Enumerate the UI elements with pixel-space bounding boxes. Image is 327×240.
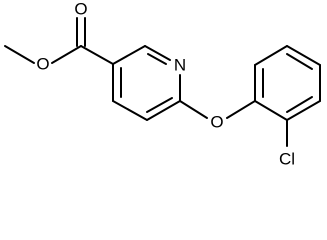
bond-ether-o-phenyl bbox=[226, 100, 256, 119]
ring-inner-double-1 bbox=[147, 53, 167, 65]
bond-o-carbonyl bbox=[51, 45, 82, 64]
phenyl-inner-double-3 bbox=[286, 96, 313, 113]
phenyl-bond-6 bbox=[254, 100, 288, 121]
ring-bond-c3-c2 bbox=[112, 45, 146, 65]
atom-ester-o-double: O bbox=[74, 0, 87, 19]
phenyl-inner-double-2 bbox=[286, 53, 313, 70]
bond-methyl-o bbox=[4, 45, 35, 64]
bond-ring-ether-o bbox=[179, 100, 208, 119]
ring-bond-c6-c5 bbox=[146, 100, 181, 121]
atom-ring-nitrogen: N bbox=[174, 56, 186, 75]
bond-carbonyl-ring bbox=[80, 45, 114, 65]
phenyl-bond-5 bbox=[286, 100, 321, 121]
chemical-structure-drawing: O O N O Cl bbox=[4, 0, 321, 169]
atom-chlorine: Cl bbox=[279, 150, 295, 169]
phenyl-bond-3 bbox=[286, 45, 321, 66]
phenyl-bond-2 bbox=[254, 45, 288, 66]
ring-bond-c2-n bbox=[144, 45, 171, 61]
atom-ester-o-single: O bbox=[36, 55, 49, 74]
ring-inner-double-2 bbox=[146, 97, 173, 113]
ring-bond-c5-c4 bbox=[112, 100, 148, 121]
atom-ether-o: O bbox=[210, 113, 223, 132]
